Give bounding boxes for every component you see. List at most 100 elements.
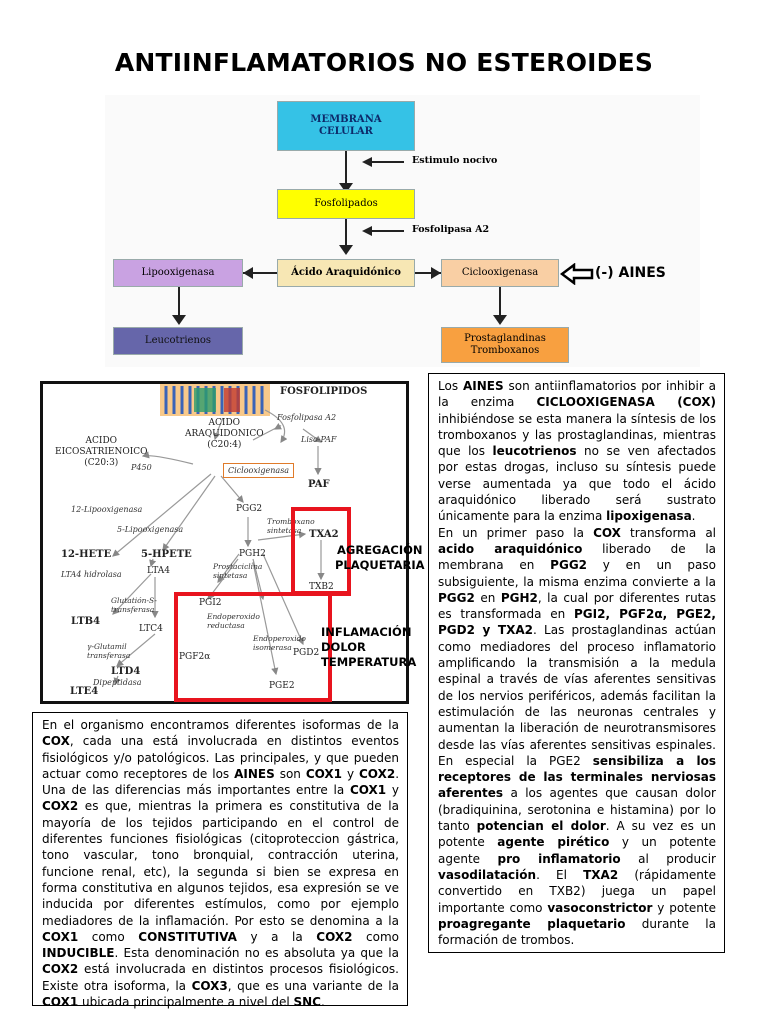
text-run: y en un paso subsiguiente, la misma enzi… bbox=[438, 558, 716, 589]
text-run: En un primer paso la bbox=[438, 525, 594, 540]
tromboxano-sintetasa-label: Tromboxano sintetasa bbox=[267, 517, 315, 535]
bold-text-run: proagregante plaquetario bbox=[438, 916, 626, 931]
bold-text-run: COX1 bbox=[42, 929, 79, 944]
text-run: y bbox=[342, 766, 359, 781]
flow-diagram: MEMBRANA CELULAR Estimulo nocivo Fosfoli… bbox=[105, 95, 700, 367]
p450-label: P450 bbox=[131, 463, 152, 472]
bold-text-run: TXA2 bbox=[583, 867, 619, 882]
liso-paf-label: Liso-PAF bbox=[301, 435, 337, 444]
text-run: son antiinflamatorios por inhibir a la e… bbox=[438, 379, 716, 410]
text-run: inhibiéndose se esta manera la síntesis … bbox=[438, 411, 716, 459]
bold-text-run: CICLOOXIGENASA (COX) bbox=[536, 395, 717, 410]
text-run: Los bbox=[438, 379, 463, 393]
box-ciclooxigenasa: Ciclooxigenasa bbox=[441, 259, 559, 287]
text-run: En el organismo encontramos diferentes i… bbox=[42, 718, 399, 732]
ltb4-label: LTB4 bbox=[71, 616, 101, 627]
glutation-transferasa-label: Glutatión-S- transferasa bbox=[111, 596, 157, 614]
pathway-arrows bbox=[112, 409, 325, 686]
bold-text-run: INDUCIBLE bbox=[42, 946, 115, 961]
text-run: es que, mientras la primera es constitut… bbox=[42, 799, 399, 928]
red-connector bbox=[328, 592, 351, 596]
text-run: como bbox=[352, 929, 400, 944]
cox-isoforms-textbox: En el organismo encontramos diferentes i… bbox=[32, 712, 408, 1009]
text-run: al producir bbox=[620, 851, 716, 866]
membrane-illustration-icon bbox=[160, 384, 270, 416]
aines-mechanism-textbox: Los AINES son antiinflamatorios por inhi… bbox=[428, 373, 725, 953]
text-run: en bbox=[474, 590, 501, 605]
text-run: y potente bbox=[652, 900, 716, 915]
text-run: y un potente agente bbox=[438, 835, 716, 866]
bold-text-run: AINES bbox=[234, 766, 275, 781]
text-run: ubicada principalmente a nivel del bbox=[78, 995, 294, 1010]
box-acido-araquidonico: Ácido Araquidónico bbox=[277, 259, 415, 287]
fosfolipasa-a2-label: Fosfolipasa A2 bbox=[277, 413, 337, 422]
inflamacion-highlight-box bbox=[174, 592, 332, 702]
bold-text-run: pro inflamatorio bbox=[497, 851, 621, 866]
lta4-hidrolasa-label: LTA4 hidrolasa bbox=[61, 570, 122, 579]
bold-text-run: lipoxigenasa bbox=[606, 509, 692, 524]
ciclooxigenasa-label: Ciclooxigenasa bbox=[223, 463, 295, 478]
pathway-diagram: FOSFOLIPIDOS Fosfolipasa A2 ACIDO EICOSA… bbox=[40, 381, 409, 704]
bold-text-run: leucotrienos bbox=[492, 444, 577, 459]
bold-text-run: CONSTITUTIVA bbox=[138, 929, 237, 944]
inflamacion-dolor-label: INFLAMACIÓN DOLOR TEMPERATURA bbox=[321, 625, 417, 669]
text-run: . bbox=[321, 995, 325, 1010]
page-title: ANTIINFLAMATORIOS NO ESTEROIDES bbox=[114, 48, 654, 77]
aines-label: (-) AINES bbox=[595, 265, 666, 281]
paf-label: PAF bbox=[308, 479, 330, 490]
ltc4-label: LTC4 bbox=[139, 624, 163, 634]
txa2-label: TXA2 bbox=[309, 529, 339, 540]
pgd2-label: PGD2 bbox=[293, 648, 320, 658]
bold-text-run: COX2 bbox=[42, 799, 79, 814]
acido-eicosatrienoico-label: ACIDO EICOSATRIENOICO (C20:3) bbox=[55, 436, 148, 468]
text-run: (rápidamente convertido en TXB2) juega u… bbox=[438, 867, 716, 915]
text-run: durante la formación de trombos. bbox=[438, 916, 716, 948]
pgi2-label: PGI2 bbox=[199, 598, 222, 608]
box-prostaglandinas: Prostaglandinas Tromboxanos bbox=[441, 327, 569, 363]
bold-text-run: COX3 bbox=[191, 978, 228, 993]
aines-paragraph-1: Los AINES son antiinflamatorios por inhi… bbox=[438, 378, 716, 525]
endoperoxido-reductasa-label: Endoperoxido reductasa bbox=[207, 612, 260, 630]
5-hpete-label: 5-HPETE bbox=[141, 549, 192, 560]
box-fosfolipidos: Fosfolipados bbox=[277, 189, 415, 219]
bold-text-run: COX1 bbox=[305, 766, 343, 781]
estimulo-nocivo-text: Estimulo nocivo bbox=[412, 155, 498, 166]
text-run: son bbox=[274, 766, 306, 781]
text-run: . A su vez es un potente bbox=[438, 819, 716, 850]
text-run: , que es una variante de la bbox=[227, 978, 399, 993]
bold-text-run: sensibiliza a los receptores de las term… bbox=[438, 753, 717, 801]
pgf2a-label: PGF2α bbox=[179, 652, 211, 662]
pgg2-label: PGG2 bbox=[236, 504, 263, 514]
text-run: . Las prostaglandinas actúan como mediad… bbox=[438, 623, 716, 768]
pgh2-label: PGH2 bbox=[239, 549, 266, 559]
dipeptidasa-label: Dipeptidasa bbox=[93, 678, 142, 687]
box-lipooxigenasa: Lipooxigenasa bbox=[113, 259, 243, 287]
bold-text-run: AINES bbox=[462, 379, 504, 393]
bold-text-run: vasodilatación bbox=[438, 867, 537, 882]
lipooxigenasa-12-label: 12-Lipooxigenasa bbox=[71, 505, 143, 514]
txb2-label: TXB2 bbox=[309, 582, 334, 592]
bold-text-run: SNC bbox=[293, 995, 322, 1010]
bold-text-run: COX1 bbox=[349, 783, 387, 798]
text-run: liberado de la membrana en bbox=[438, 541, 717, 573]
aines-arrow-icon bbox=[560, 263, 594, 285]
bold-text-run: acido araquidónico bbox=[438, 541, 583, 556]
aines-paragraph-2: En un primer paso la COX transforma al a… bbox=[438, 525, 716, 949]
fosfolipasa-text: Fosfolipasa A2 bbox=[412, 224, 490, 235]
glutamil-transferasa-label: γ-Glutamil transferasa bbox=[87, 642, 131, 660]
cox-paragraph-1: En el organismo encontramos diferentes i… bbox=[42, 717, 399, 1010]
lta4-label: LTA4 bbox=[147, 566, 170, 576]
text-run: como bbox=[78, 929, 139, 944]
bold-text-run: PGG2 bbox=[438, 590, 475, 605]
bold-text-run: COX bbox=[42, 734, 70, 749]
lipooxigenasa-5-label: 5-Lipooxigenasa bbox=[117, 525, 184, 534]
text-run: y a la bbox=[236, 929, 317, 944]
text-run: . bbox=[691, 509, 696, 524]
text-run: . Una de las diferencias más importantes… bbox=[42, 766, 400, 798]
lte4-label: LTE4 bbox=[70, 686, 99, 697]
bold-text-run: PGG2 bbox=[550, 558, 588, 573]
text-run: está involucrada en distintos procesos f… bbox=[42, 962, 399, 993]
endoperoxido-isomerasa-label: Endoperoxido isomerasa bbox=[253, 634, 306, 652]
text-run: , la cual por diferentes rutas es transf… bbox=[438, 590, 716, 622]
bold-text-run: COX1 bbox=[42, 995, 79, 1010]
